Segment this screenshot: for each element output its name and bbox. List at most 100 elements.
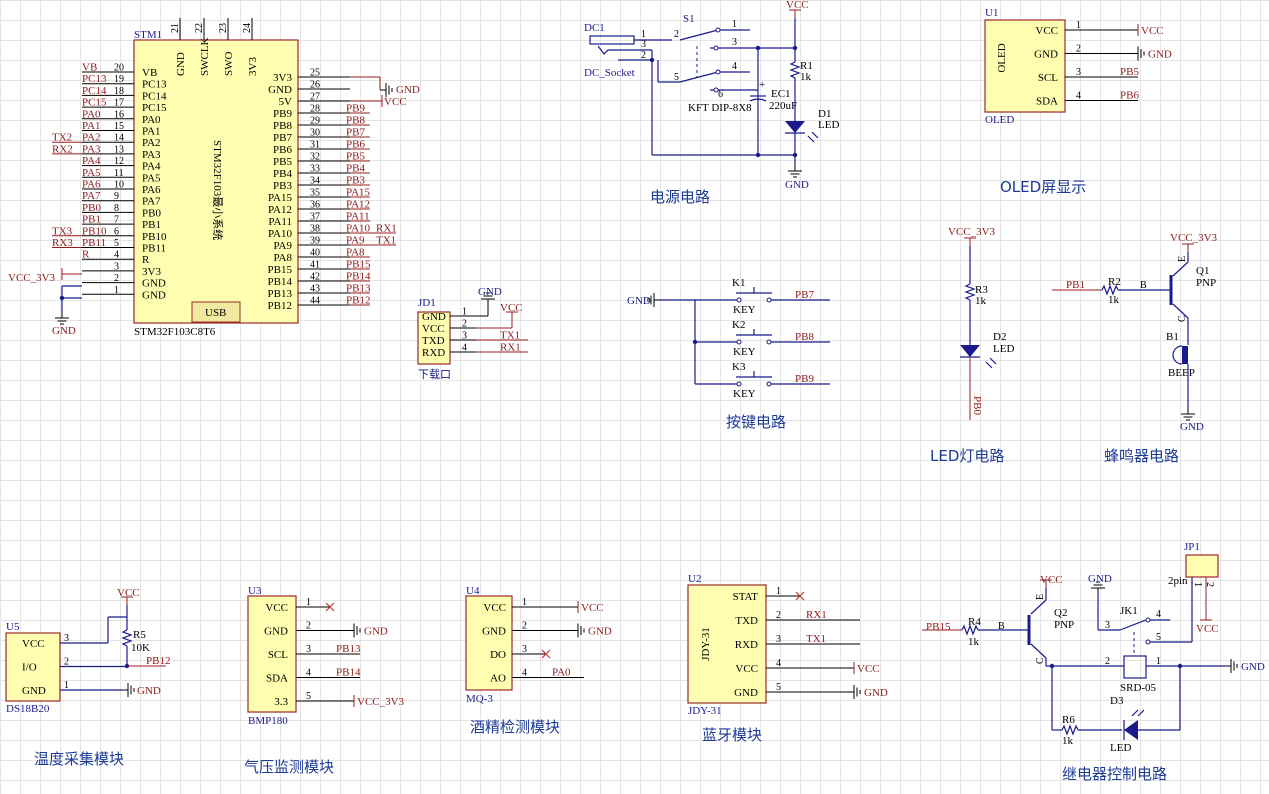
r1-val: 1k xyxy=(800,71,812,83)
u3-pin-num-3: 3 xyxy=(306,644,311,655)
stm32-pin-num-36: 36 xyxy=(310,200,320,211)
jp1-vcc-label: VCC xyxy=(1196,623,1219,635)
u2-net-gnd: GND xyxy=(864,687,888,699)
oled-pin-scl: SCL xyxy=(1038,72,1058,84)
stm32-pin-pa0-16: PA0 xyxy=(142,114,161,126)
stm32-net-pb9: PB9 xyxy=(346,103,365,115)
u4-pin-num-4: 4 xyxy=(522,668,527,679)
stm32-net-pb3: PB3 xyxy=(346,175,365,187)
u5-name: DS18B20 xyxy=(6,703,50,715)
stm32-net-pa1: PA1 xyxy=(82,120,101,132)
oled-pin-sda: SDA xyxy=(1036,96,1058,108)
stm32-usb-port xyxy=(191,301,241,323)
stm32-net-pa3: PA3 xyxy=(82,143,101,155)
d1-val: LED xyxy=(818,119,839,131)
caption-power: 电源电路 xyxy=(650,188,710,206)
stm32-pin-pa9-39: PA9 xyxy=(273,240,292,252)
stm32-pin-pb5-32: PB5 xyxy=(273,156,292,168)
relay-net-pb15: PB15 xyxy=(926,621,951,633)
jd1-pin-rxd: RXD xyxy=(422,347,445,359)
r2-ref: R2 xyxy=(1108,276,1121,288)
stm32-pin-pa11-37: PA11 xyxy=(268,216,292,228)
buzzer-vcc-symbol xyxy=(1181,243,1195,253)
stm32-pin-num-23: 23 xyxy=(218,23,229,33)
stm32-net-vb: VB xyxy=(82,62,97,74)
stm32-pin-pa5-11: PA5 xyxy=(142,172,161,184)
d3-led-symbol xyxy=(1124,720,1138,740)
stm32-net-pa0: PA0 xyxy=(82,108,101,120)
oled-ref: U1 xyxy=(985,7,998,19)
stm32-pin-5v-27: 5V xyxy=(279,96,293,108)
stm32-net-pa6: PA6 xyxy=(82,179,101,191)
u3-pin-num-4: 4 xyxy=(306,668,311,679)
u2-pin-num-1: 1 xyxy=(776,586,781,597)
stm32-pin-num-42: 42 xyxy=(310,272,320,283)
oled-net-gnd: GND xyxy=(1148,49,1172,61)
ec1-plus: + xyxy=(759,79,765,91)
power-vcc-symbol xyxy=(788,9,802,19)
s1-pin-6: 6 xyxy=(718,89,723,100)
stm32-pin-pb14-42: PB14 xyxy=(268,276,293,288)
stm32-pin-pa2-14: PA2 xyxy=(142,137,161,149)
oled-pin-num-2: 2 xyxy=(1076,44,1081,55)
stm32-pin-num-28: 28 xyxy=(310,104,320,115)
q1-collector-label: C xyxy=(1177,315,1188,322)
buzzer-gnd-label: GND xyxy=(1180,421,1204,433)
oled-body-label: OLED xyxy=(996,43,1008,72)
stm32-pin-pa3-13: PA3 xyxy=(142,149,161,161)
stm32-pin-num-35: 35 xyxy=(310,188,320,199)
caption-relay: 继电器控制电路 xyxy=(1062,765,1167,783)
r1-symbol xyxy=(789,61,801,79)
stm32-3v3-label: VCC_3V3 xyxy=(8,272,56,284)
dc-pin-3: 3 xyxy=(641,39,646,50)
u5-body xyxy=(5,632,61,702)
stm32-pin-pb11-5: PB11 xyxy=(142,243,166,255)
u2-body xyxy=(687,584,767,704)
u5-pin-vcc: VCC xyxy=(22,638,45,650)
d2-val: LED xyxy=(993,343,1014,355)
caption-alcohol: 酒精检测模块 xyxy=(470,718,560,736)
u4-pin-vcc: VCC xyxy=(483,602,506,614)
stm32-pin-num-41: 41 xyxy=(310,260,320,271)
stm32-net-pb15: PB15 xyxy=(346,259,371,271)
u4-net-gnd: GND xyxy=(588,626,612,638)
jp1-body xyxy=(1185,554,1219,578)
stm32-net-pc14: PC14 xyxy=(82,85,107,97)
jk1-pin-1: 1 xyxy=(1156,656,1161,667)
stm32-pin-swo-23: SWO xyxy=(223,52,235,77)
r6-val: 1k xyxy=(1062,735,1074,747)
oled-net-pb5: PB5 xyxy=(1120,66,1139,78)
temp-gnd-symbol xyxy=(121,682,135,698)
u4-ref: U4 xyxy=(466,585,480,597)
caption-buzzer: 蜂鸣器电路 xyxy=(1104,447,1179,465)
d2-led-symbol xyxy=(960,345,980,357)
stm32-pin-r-4: R xyxy=(142,254,150,266)
caption-keys: 按键电路 xyxy=(726,413,786,431)
dc1-ref: DC1 xyxy=(584,22,605,34)
stm32-body xyxy=(133,39,299,324)
b1-beeper-symbol xyxy=(1182,346,1188,364)
stm32-pin-gnd-21: GND xyxy=(175,52,187,76)
r4-ref: R4 xyxy=(968,616,981,628)
jd1-body xyxy=(417,311,451,365)
stm32-net-pa8: PA8 xyxy=(346,247,365,259)
stm32-net-pb1: PB1 xyxy=(82,214,101,226)
stm32-pin-num-4: 4 xyxy=(114,250,119,261)
oled-name: OLED xyxy=(985,114,1014,126)
stm32-net-pc13: PC13 xyxy=(82,73,107,85)
stm32-pin-num-8: 8 xyxy=(114,203,119,214)
stm32-net-pa2: PA2 xyxy=(82,132,101,144)
stm32-pin-num-1: 1 xyxy=(114,285,119,296)
jp1-val: 2pin xyxy=(1168,575,1188,587)
u2-ref: U2 xyxy=(688,573,701,585)
stm32-pin-pb3-34: PB3 xyxy=(273,180,292,192)
d2-light-arrows xyxy=(985,357,997,369)
u4-pin-num-1: 1 xyxy=(522,597,527,608)
